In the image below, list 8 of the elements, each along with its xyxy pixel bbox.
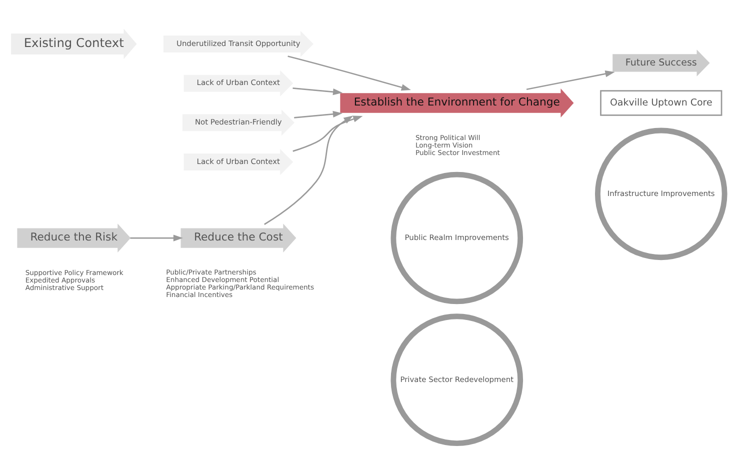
arrow [130, 234, 183, 242]
arrow [264, 116, 354, 225]
arrow [288, 56, 411, 91]
arrow [294, 110, 342, 118]
arrow [526, 70, 615, 90]
node-box: Oakville Uptown Core [600, 90, 722, 116]
arrow [292, 116, 363, 152]
arrow [292, 88, 343, 96]
